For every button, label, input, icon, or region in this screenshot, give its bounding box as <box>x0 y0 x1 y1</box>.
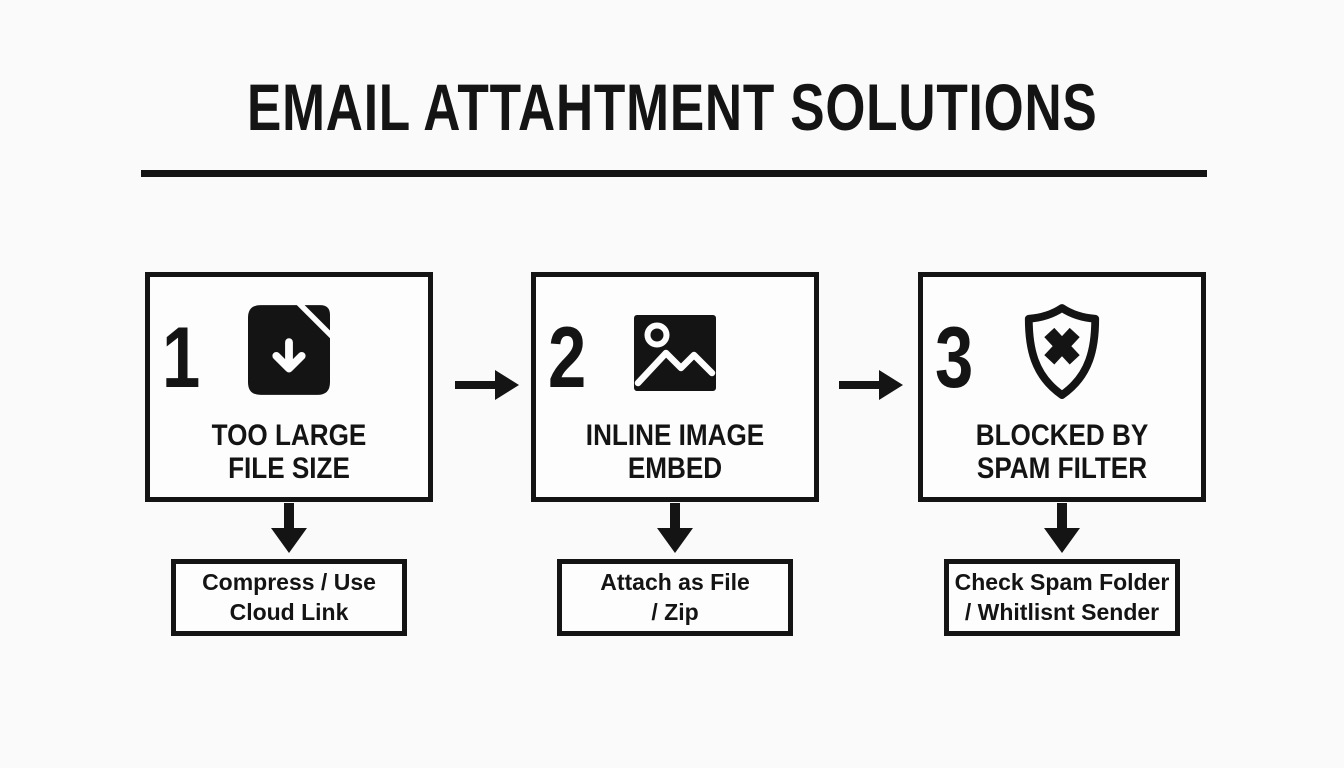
arrow-down-icon <box>267 503 311 555</box>
arrow-down-icon <box>653 503 697 555</box>
step-2-label: INLINE IMAGE EMBED <box>554 419 796 485</box>
step-1-number: 1 <box>162 310 201 406</box>
step-1-solution-line1: Compress / Use <box>202 569 376 596</box>
title-divider <box>141 170 1207 177</box>
step-3-label: BLOCKED BY SPAM FILTER <box>941 419 1183 485</box>
step-2-number: 2 <box>548 310 587 406</box>
step-2-box: 2 INLINE IMAGE EMBED <box>531 272 819 502</box>
step-1-label: TOO LARGE FILE SIZE <box>168 419 410 485</box>
step-3-solution-line2: / Whitlisnt Sender <box>964 598 1160 625</box>
step-3-solution-box: Check Spam Folder / Whitlisnt Sender <box>944 559 1180 636</box>
step-2-solution-line2: / Zip <box>651 598 699 625</box>
step-1-label-line1: TOO LARGE <box>211 419 367 453</box>
arrow-right-icon <box>839 367 903 403</box>
arrow-down-icon <box>1040 503 1084 555</box>
step-1-solution-box: Compress / Use Cloud Link <box>171 559 407 636</box>
step-3-label-line1: BLOCKED BY <box>975 419 1149 453</box>
page-title: EMAIL ATTAHTMENT SOLUTIONS <box>0 74 1344 140</box>
step-1-box: 1 TOO LARGE FILE SIZE <box>145 272 433 502</box>
page-title-text: EMAIL ATTAHTMENT SOLUTIONS <box>246 70 1098 144</box>
step-3-number: 3 <box>935 310 974 406</box>
step-3-box: 3 BLOCKED BY SPAM FILTER <box>918 272 1206 502</box>
step-1-solution-line2: Cloud Link <box>229 598 349 625</box>
step-3-solution-line1: Check Spam Folder <box>954 569 1170 596</box>
step-3-label-line2: SPAM FILTER <box>976 451 1148 485</box>
inline-image-icon <box>634 315 716 396</box>
step-1-label-line2: FILE SIZE <box>228 451 350 485</box>
step-2-label-line1: INLINE IMAGE <box>585 419 765 453</box>
arrow-right-icon <box>455 367 519 403</box>
step-2-solution-box: Attach as File / Zip <box>557 559 793 636</box>
step-2-solution-line1: Attach as File <box>600 569 750 596</box>
shield-block-icon <box>1020 303 1104 406</box>
step-2-label-line2: EMBED <box>627 451 723 485</box>
file-download-icon <box>248 305 330 400</box>
